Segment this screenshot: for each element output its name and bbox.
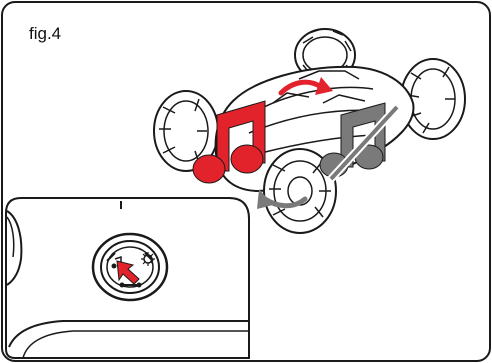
drive-icon: [119, 282, 142, 288]
red-arrow-icon: [116, 260, 140, 285]
car-wheel-front-bottom: [263, 148, 337, 234]
figure-label: fig.4: [29, 24, 62, 43]
illustration-canvas: [5, 28, 466, 359]
music-note-icon: [192, 100, 266, 184]
rotate-arrow-lower-head: [257, 189, 273, 209]
inset-panel: [5, 197, 250, 359]
music-muted-icon: [319, 102, 400, 182]
gear-icon: [141, 252, 155, 266]
rotate-arrow-head: [315, 77, 333, 95]
rotate-arrow-icon: [278, 79, 324, 96]
